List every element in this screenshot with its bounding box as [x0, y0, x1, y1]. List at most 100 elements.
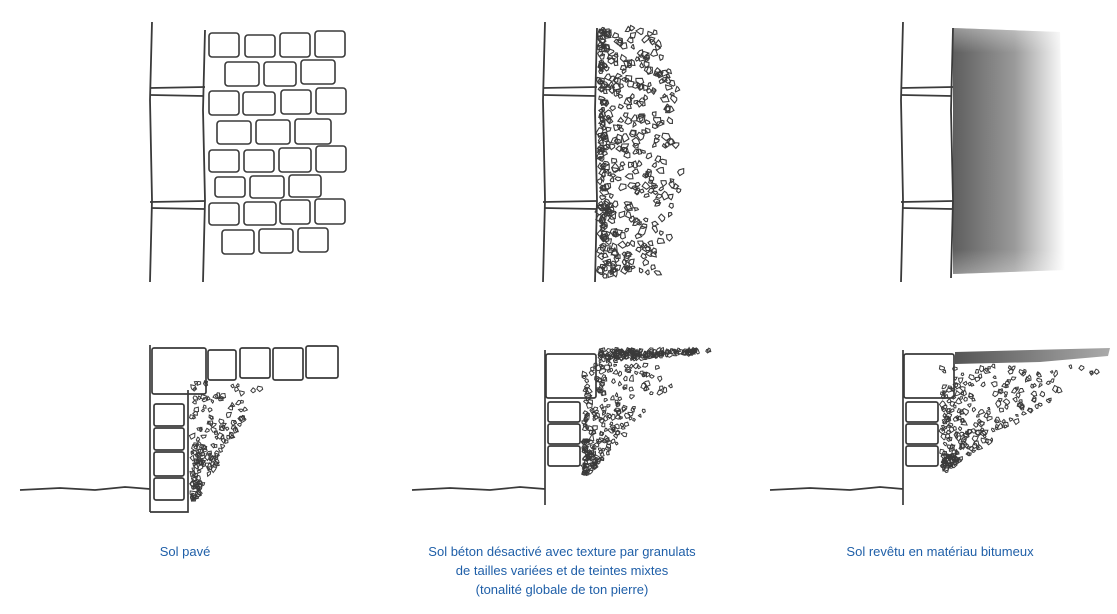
aggregate-stone	[983, 367, 989, 372]
aggregate-stone	[606, 117, 614, 125]
caption-concrete-line3: (tonalité globale de ton pierre)	[475, 582, 649, 597]
aggregate-stone	[196, 459, 200, 465]
aggregate-stone	[1053, 369, 1059, 378]
aggregate-stone	[601, 409, 607, 417]
aggregate-stone	[636, 49, 644, 59]
aggregate-stone	[595, 265, 606, 274]
aggregate-stone	[602, 162, 610, 173]
aggregate-stone	[945, 408, 951, 413]
aggregate-stone	[938, 400, 947, 408]
concrete-layer	[580, 346, 712, 477]
aggregate-stone	[671, 348, 677, 353]
aggregate-stone	[1007, 365, 1012, 370]
aggregate-stone	[200, 459, 207, 465]
aggregate-stone	[619, 165, 625, 172]
aggregate-stone	[942, 419, 948, 425]
aggregate-stone	[1049, 378, 1055, 383]
aggregate-stone	[1036, 377, 1043, 383]
aggregate-stone	[661, 77, 668, 83]
aggregate-stone	[651, 86, 657, 93]
aggregate-stone	[962, 441, 968, 445]
aggregate-stone	[954, 397, 963, 405]
aggregate-stone	[1012, 417, 1020, 426]
aggregate-stone	[205, 450, 213, 455]
aggregate-stone	[1004, 384, 1009, 389]
aggregate-stone	[613, 408, 617, 413]
aggregate-stone	[613, 423, 620, 430]
aggregate-stone	[587, 399, 593, 406]
aggregate-stone	[611, 157, 618, 164]
aggregate-stone	[1055, 386, 1063, 394]
aggregate-stone	[612, 433, 618, 440]
asphalt-plan-view	[900, 21, 1065, 283]
aggregate-stone	[630, 348, 637, 354]
aggregate-stone	[1004, 393, 1008, 398]
aggregate-stone	[588, 433, 595, 442]
aggregate-stone	[601, 422, 606, 428]
aggregate-stone	[190, 469, 196, 478]
aggregate-stone	[1019, 404, 1025, 411]
aggregate-stone	[620, 431, 628, 438]
aggregate-stone	[964, 443, 970, 449]
aggregate-stone	[598, 416, 604, 422]
aggregate-stone	[603, 414, 609, 422]
aggregate-stone	[600, 98, 608, 107]
aggregate-stone	[1017, 401, 1024, 410]
aggregate-stone	[940, 433, 947, 441]
aggregate-stone	[195, 457, 202, 464]
aggregate-stone	[961, 407, 969, 416]
aggregate-stone	[938, 364, 945, 371]
aggregate-stone	[657, 213, 666, 223]
aggregate-stone	[948, 426, 955, 434]
aggregate-stone	[599, 263, 607, 270]
aggregate-stone	[613, 264, 622, 272]
aggregate-stone	[644, 269, 650, 276]
aggregate-stone	[637, 413, 642, 418]
aggregate-stone	[635, 115, 645, 123]
aggregate-stone	[595, 127, 604, 137]
aggregate-stone	[630, 356, 635, 362]
aggregate-stone	[639, 370, 644, 375]
aggregate-stone	[624, 354, 630, 360]
aggregate-stone	[962, 432, 970, 438]
aggregate-stone	[214, 458, 220, 465]
aggregate-stone	[654, 39, 662, 49]
aggregate-stone	[665, 105, 675, 114]
aggregate-stone	[624, 25, 632, 33]
aggregate-stone	[945, 423, 952, 428]
aggregate-stone	[958, 445, 963, 451]
aggregate-stone	[234, 386, 240, 393]
caption-paved: Sol pavé	[5, 542, 365, 561]
aggregate-stone	[228, 434, 236, 440]
aggregate-stone	[591, 411, 597, 417]
aggregate-stone	[600, 182, 611, 191]
aggregate-stone	[665, 73, 671, 79]
aggregate-stone	[596, 459, 601, 465]
aggregate-stone	[592, 429, 597, 435]
aggregate-stone	[623, 227, 630, 233]
aggregate-stone	[941, 458, 948, 464]
aggregate-stone	[1021, 411, 1028, 416]
aggregate-stone	[621, 68, 627, 75]
aggregate-stone	[607, 361, 613, 367]
aggregate-stone	[942, 467, 950, 472]
aggregate-stone	[657, 375, 663, 383]
aggregate-stone	[622, 60, 632, 69]
aggregate-stone	[588, 453, 595, 460]
aggregate-stone	[581, 447, 587, 454]
aggregate-stone	[957, 457, 962, 464]
aggregate-stone	[641, 373, 646, 378]
aggregate-stone	[998, 407, 1005, 413]
aggregate-stone	[597, 162, 604, 170]
aggregate-stone	[190, 495, 195, 501]
caption-concrete: Sol béton désactivé avec texture par gra…	[382, 542, 742, 599]
aggregate-stone	[947, 422, 954, 428]
aggregate-stone	[954, 389, 962, 397]
aggregate-stone	[206, 462, 213, 471]
aggregate-stone	[581, 443, 588, 452]
aggregate-stone	[645, 87, 652, 94]
aggregate-stone	[237, 415, 244, 422]
aggregate-stone	[235, 383, 240, 388]
aggregate-stone	[613, 138, 621, 146]
aggregate-stone	[653, 117, 662, 127]
